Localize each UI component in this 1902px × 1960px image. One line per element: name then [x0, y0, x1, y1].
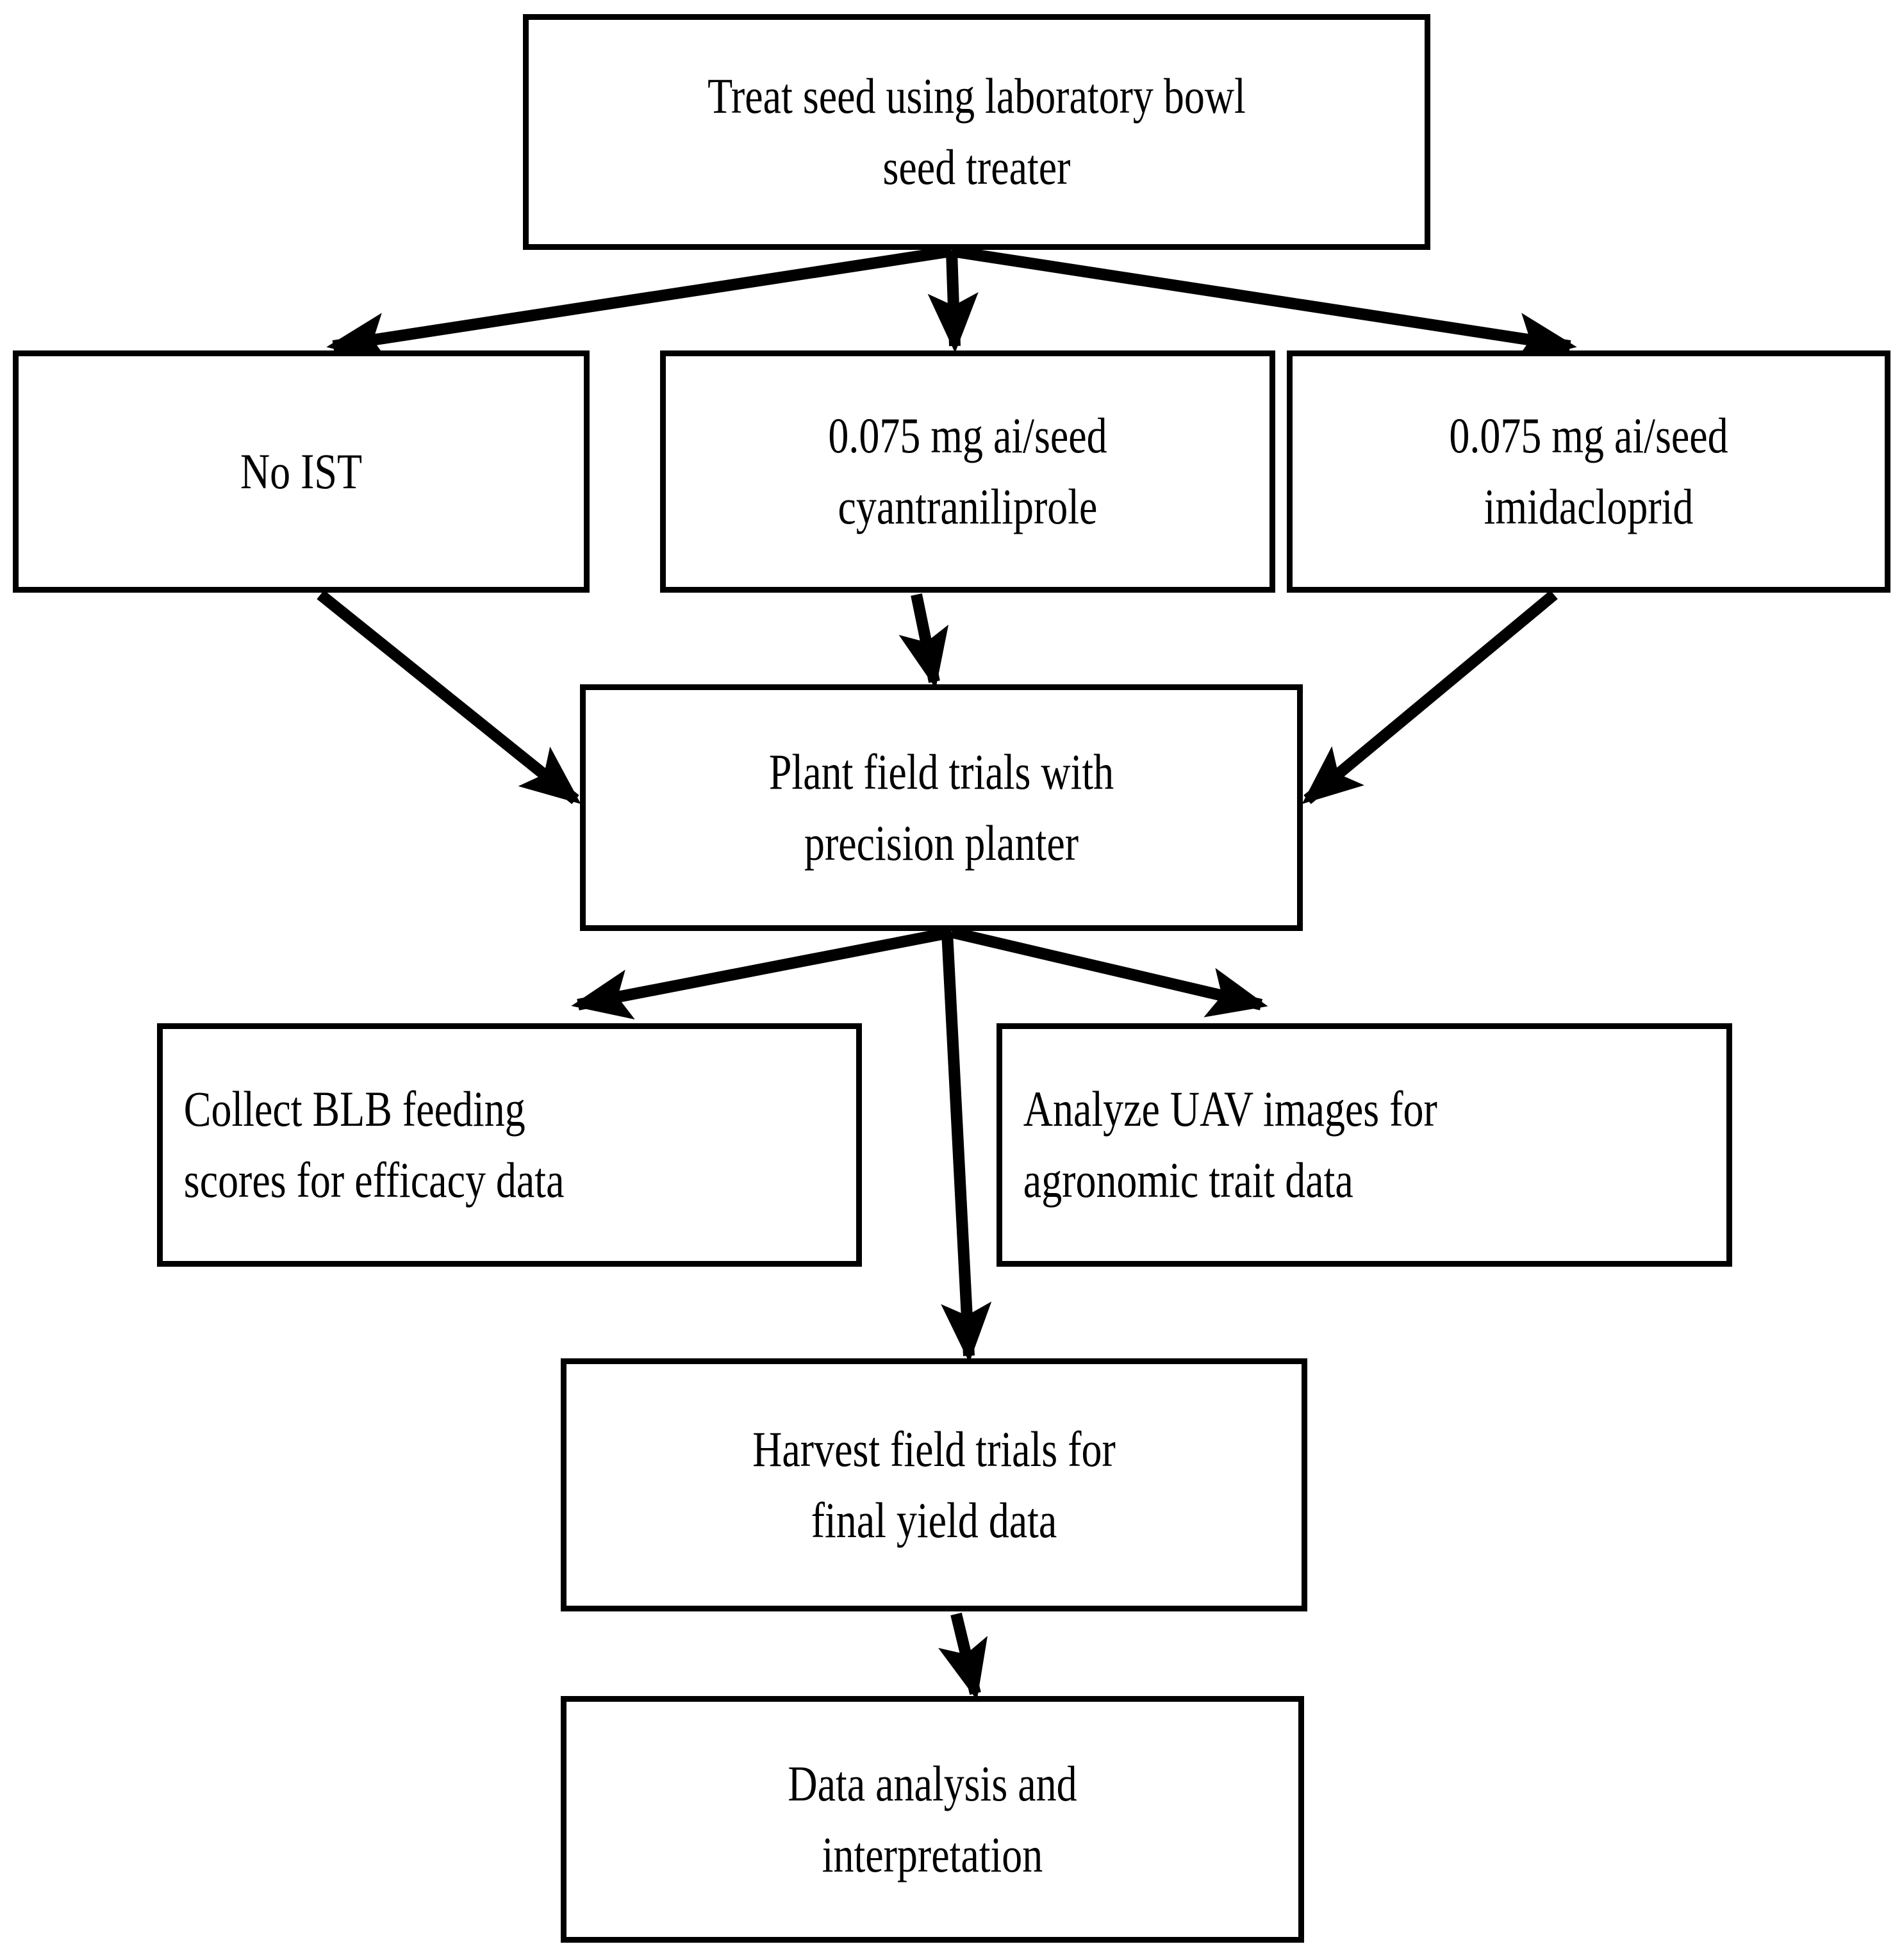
edge-plant-to-analyze-uav [950, 926, 1268, 1017]
node-treat-seed: Treat seed using laboratory bowl seed tre… [523, 14, 1430, 250]
node-harvest-line-2: final yield data [811, 1492, 1057, 1548]
edge-plant-to-harvest [941, 932, 992, 1363]
node-plant-field-trials-line-1: Plant field trials with [768, 743, 1114, 800]
edge-no-ist-to-plant [317, 589, 581, 805]
edge-treat-to-imida [950, 245, 1577, 363]
edge-harvest-to-data-analysis [938, 1612, 988, 1701]
node-treat-seed-line-2: seed treater [882, 139, 1071, 195]
node-cyantraniliprole-line-2: cyantraniliprole [838, 479, 1098, 534]
edge-treat-to-no-ist [326, 245, 953, 363]
node-no-ist-line-1: No IST [240, 443, 363, 499]
node-data-analysis-line-1: Data analysis and [788, 1755, 1077, 1811]
node-data-analysis-line-2: interpretation [822, 1826, 1043, 1882]
node-harvest: Harvest field trials for final yield data [561, 1358, 1307, 1611]
node-analyze-uav: Analyze UAV images for agronomic trait da… [996, 1023, 1732, 1267]
node-harvest-line-1: Harvest field trials for [752, 1421, 1116, 1477]
node-plant-field-trials: Plant field trials with precision planter [580, 684, 1303, 931]
node-imidacloprid-line-2: imidacloprid [1484, 479, 1694, 534]
node-cyantraniliprole: 0.075 mg ai/seed cyantraniliprole [660, 350, 1275, 593]
node-imidacloprid: 0.075 mg ai/seed imidacloprid [1287, 350, 1890, 593]
node-cyantraniliprole-line-1: 0.075 mg ai/seed [828, 408, 1107, 464]
node-collect-blb-line-1: Collect BLB feeding [183, 1081, 525, 1137]
edge-cyan-to-plant [898, 593, 949, 689]
node-analyze-uav-line-2: agronomic trait data [1023, 1152, 1353, 1208]
edge-imida-to-plant [1302, 590, 1558, 804]
node-collect-blb-line-2: scores for efficacy data [183, 1152, 565, 1208]
node-no-ist: No IST [13, 350, 590, 593]
node-collect-blb: Collect BLB feeding scores for efficacy d… [157, 1023, 862, 1267]
edge-layer [317, 245, 1577, 1701]
node-data-analysis: Data analysis and interpretation [561, 1696, 1304, 1943]
node-analyze-uav-line-1: Analyze UAV images for [1023, 1081, 1437, 1137]
node-treat-seed-line-1: Treat seed using laboratory bowl [707, 68, 1246, 124]
node-imidacloprid-line-1: 0.075 mg ai/seed [1449, 408, 1728, 464]
node-plant-field-trials-line-2: precision planter [804, 814, 1079, 871]
edge-plant-to-collect-blb [571, 926, 953, 1020]
edge-treat-to-cyan [927, 251, 979, 353]
